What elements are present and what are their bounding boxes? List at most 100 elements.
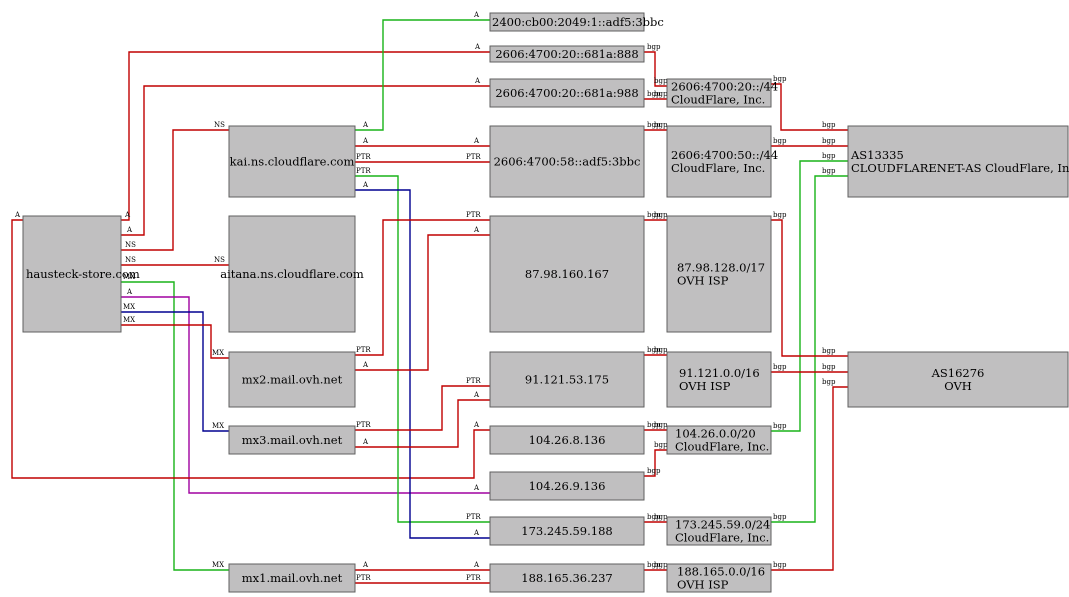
edge-hausteck-to-ip_104_9-a: AA [121, 288, 490, 494]
node-mx2[interactable]: mx2.mail.ovh.net [228, 351, 356, 408]
node-ip-188[interactable]: 188.165.36.237 [489, 563, 645, 593]
edge-label-head: A [473, 529, 480, 537]
node-aitana[interactable]: aitana.ns.cloudflare.com [220, 215, 364, 333]
node-kai[interactable]: kai.ns.cloudflare.com [228, 125, 356, 198]
node-label: 87.98.128.0/17 [677, 261, 765, 275]
node-sublabel: OVH ISP [677, 578, 729, 592]
edge-line [121, 281, 229, 571]
edge-label-head: A [474, 43, 481, 51]
node-box [22, 215, 122, 333]
edge-hausteck-to-ip6_888-a: AA [121, 43, 490, 221]
node-box [489, 12, 645, 32]
edge-label-tail: NS [125, 256, 136, 264]
edge-kai-to-ip_173-a: AA [355, 181, 490, 539]
node-label: 188.165.36.237 [521, 571, 612, 585]
node-sublabel: CloudFlare, Inc. [675, 440, 769, 454]
node-ip6-3bbc[interactable]: 2400:cb00:2049:1::adf5:3bbc [489, 12, 664, 32]
edge-label-tail: bgp [773, 513, 787, 521]
edge-line [355, 189, 490, 539]
edge-label-head: A [473, 421, 480, 429]
edge-label-tail: PTR [356, 167, 371, 175]
node-box [228, 563, 356, 593]
node-ip6-888[interactable]: 2606:4700:20::681a:888 [489, 45, 645, 63]
node-ip6-988[interactable]: 2606:4700:20::681a:988 [489, 78, 645, 108]
node-sublabel: OVH ISP [677, 274, 729, 288]
edge-label-tail: bgp [647, 90, 661, 98]
node-label: 2606:4700:58::adf5:3bbc [494, 155, 641, 169]
edge-label-head: PTR [466, 377, 481, 385]
edge-label-tail: A [362, 361, 369, 369]
edge-hausteck-to-aitana-ns: NS NS [121, 256, 229, 266]
edge-label-tail: A [126, 288, 133, 296]
edge-line [121, 311, 229, 432]
node-sublabel: OVH [944, 379, 972, 393]
edge-label-head: PTR [466, 211, 481, 219]
edge-line [11, 219, 490, 479]
edge-kai-to-ip6_3bbc-a: AA [355, 11, 490, 131]
edge-label-tail: PTR [356, 153, 371, 161]
node-box [489, 471, 645, 501]
node-ip-104-9[interactable]: 104.26.9.136 [489, 471, 645, 501]
node-box [666, 563, 772, 593]
node-label: 87.98.160.167 [525, 267, 609, 281]
edge-line [121, 296, 490, 494]
edge-label-head: bgp [654, 513, 668, 521]
node-hausteck[interactable]: hausteck-store.com [22, 215, 140, 333]
node-ip-173[interactable]: 173.245.59.188 [489, 516, 645, 546]
node-ip-104-8[interactable]: 104.26.8.136 [489, 425, 645, 455]
node-ip-87[interactable]: 87.98.160.167 [489, 215, 645, 333]
edge-label-head: bgp [822, 137, 836, 145]
edge-label-tail: bgp [773, 561, 787, 569]
edge-label-tail: PTR [356, 421, 371, 429]
edge-label-head: bgp [654, 77, 668, 85]
edge-line [121, 324, 229, 359]
node-label: 173.245.59.0/24 [675, 518, 770, 532]
edge-line [771, 386, 848, 571]
node-box [489, 516, 645, 546]
edge-line [355, 219, 490, 356]
node-mx3[interactable]: mx3.mail.ovh.net [228, 425, 356, 455]
edge-mx2-to-ip_87-ptr: PTR PTR [355, 211, 490, 356]
edge-line [771, 83, 848, 131]
edge-label-head: NS [214, 256, 225, 264]
edge-label-tail: MX [123, 303, 135, 311]
node-label: 2606:4700:20::/44 [671, 80, 778, 94]
node-ip6-58[interactable]: 2606:4700:58::adf5:3bbc [489, 125, 645, 198]
edge-label-tail: PTR [356, 346, 371, 354]
node-mx1[interactable]: mx1.mail.ovh.net [228, 563, 356, 593]
edge-label-head: PTR [466, 513, 481, 521]
edge-label-head: A [473, 11, 480, 19]
edge-line [355, 399, 490, 448]
edge-line [121, 129, 229, 251]
edge-line [355, 175, 490, 523]
node-sublabel: CloudFlare, Inc. [675, 531, 769, 545]
edge-label-tail: A [362, 121, 369, 129]
node-label: 104.26.8.136 [529, 433, 606, 447]
edge-line [355, 19, 490, 131]
edge-mx3-to-ip_91-a: AA [355, 391, 490, 448]
edge-label-head: A [473, 561, 480, 569]
node-box [489, 563, 645, 593]
edge-label-head: bgp [654, 211, 668, 219]
node-box [489, 78, 645, 108]
edge-line [771, 175, 848, 523]
node-ip-91[interactable]: 91.121.53.175 [489, 351, 645, 408]
